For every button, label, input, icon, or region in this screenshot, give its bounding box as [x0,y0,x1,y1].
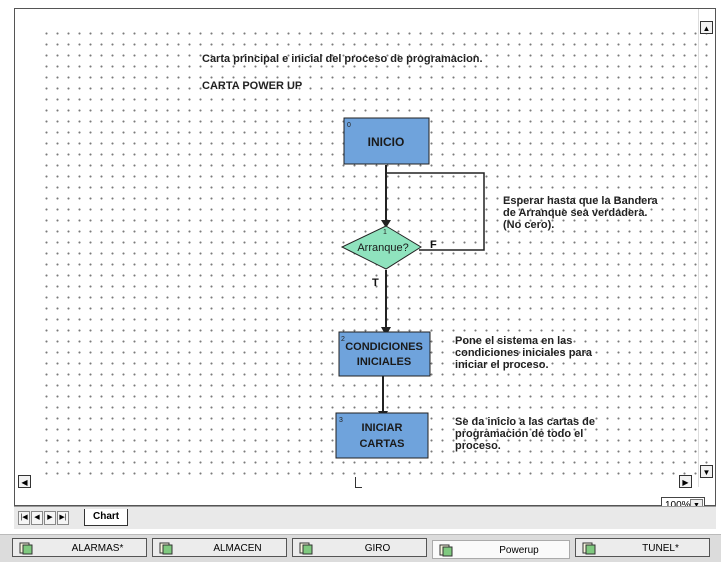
task-label: Powerup [499,545,539,556]
note-line: Esperar hasta que la Bandera [503,195,658,207]
scroll-thumb[interactable] [355,477,362,488]
next-sheet-icon[interactable]: ▶ [44,511,56,525]
note-line: Se da inicio a las cartas de [455,416,596,428]
zoom-value: 100% [665,500,691,511]
arrow-up-icon[interactable]: ▲ [700,21,713,34]
true-label: T [372,277,379,289]
iniciar-cartas-box[interactable]: 3 INICIAR CARTAS [335,412,429,459]
task-tunel[interactable]: TUNEL* [575,538,710,557]
task-almacen[interactable]: ALMACEN [152,538,287,557]
tab-chart[interactable]: Chart [84,509,129,526]
chart-window: Carta principal e inicial del proceso de… [14,8,716,513]
caption-text: Carta principal e inicial del proceso de… [202,53,483,65]
note-line: de Arranque sea verdadera. [503,207,648,219]
node-label-line1: INICIAR [362,422,403,434]
false-label: F [430,239,437,251]
arrow-left-icon[interactable]: ◀ [18,475,31,488]
note-line: programacion de todo el [455,428,584,440]
node-number: 1 [383,229,387,236]
inicio-box[interactable]: 0 INICIO [343,117,430,165]
task-label: ALMACEN [213,543,262,554]
note-line: (No cero). [503,219,555,231]
task-label: GIRO [364,543,391,554]
node-label-line2: INICIALES [357,356,411,368]
document-taskbar: ALARMAS* ALMACEN GIRO Powerup TUNEL* [0,534,721,562]
start-note: Se da inicio a las cartas de programacio… [455,416,595,452]
task-label: TUNEL* [642,543,679,554]
chart-document-icon [19,542,33,555]
note-line: Pone el sistema en las [455,335,573,347]
flowchart-diagram: 0 INICIO 1 Arranque? F T 2 CONDICIONES I… [335,117,485,459]
first-sheet-icon[interactable]: |◀ [18,511,30,525]
task-powerup[interactable]: Powerup [432,540,570,559]
condiciones-box[interactable]: 2 CONDICIONES INICIALES [338,331,431,377]
false-loop-connector [387,172,485,251]
sheet-tab-bar: |◀ ◀ ▶ ▶| Chart [14,506,716,529]
task-label: ALARMAS* [71,543,124,554]
vertical-scrollbar[interactable]: ▲ ▼ [698,9,715,487]
chart-document-icon [439,544,453,557]
node-number: 0 [347,122,351,129]
arranque-decision[interactable]: 1 Arranque? F T [340,225,437,289]
init-note: Pone el sistema en las condiciones inici… [455,335,592,371]
task-alarmas[interactable]: ALARMAS* [12,538,147,557]
node-label-line1: CONDICIONES [345,341,423,353]
arrowhead [381,220,391,228]
node-label-line2: CARTAS [359,438,404,450]
task-giro[interactable]: GIRO [292,538,427,557]
prev-sheet-icon[interactable]: ◀ [31,511,43,525]
arrow-down-icon[interactable]: ▼ [700,465,713,478]
note-line: condiciones iniciales para [455,347,592,359]
node-number: 2 [341,336,345,343]
flowchart-canvas[interactable]: Carta principal e inicial del proceso de… [37,25,709,479]
note-line: iniciar el proceso. [455,359,549,371]
chart-title: CARTA POWER UP [202,80,303,92]
node-label: Arranque? [357,242,408,254]
arrow-right-icon[interactable]: ▶ [679,475,692,488]
node-label: INICIO [368,135,405,149]
note-line: proceso. [455,440,501,452]
node-number: 3 [339,417,343,424]
last-sheet-icon[interactable]: ▶| [57,511,69,525]
chart-document-icon [299,542,313,555]
chart-document-icon [582,542,596,555]
chart-document-icon [159,542,173,555]
wait-note: Esperar hasta que la Bandera de Arranque… [503,195,658,231]
